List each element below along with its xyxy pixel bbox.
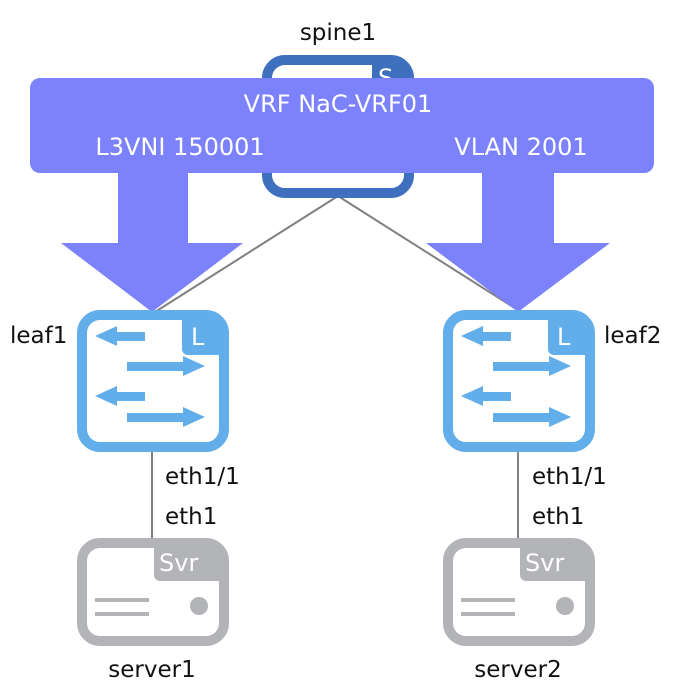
link-spine1-leaf2 [337, 195, 522, 313]
vrf-overlay: VRF NaC-VRF01 L3VNI 150001 VLAN 2001 [30, 78, 654, 312]
arrow-to-leaf1 [61, 172, 243, 312]
leaf1-label: leaf1 [10, 323, 67, 349]
leaf-badge: L [191, 323, 205, 351]
server-badge: Svr [159, 549, 198, 577]
leaf-badge-bg [548, 315, 590, 355]
server-icon [461, 597, 574, 616]
spine1-label: spine1 [300, 20, 376, 46]
node-leaf2[interactable]: L [443, 310, 595, 452]
switch-arrows-icon [461, 326, 571, 427]
node-server2[interactable]: Svr [443, 538, 595, 646]
leaf2-port-label: eth1/1 [532, 464, 607, 490]
switch-arrows-icon [95, 326, 205, 427]
server-icon [95, 597, 208, 616]
link-spine1-leaf1 [154, 195, 339, 313]
server-badge: Svr [525, 549, 564, 577]
server-badge-bg [520, 543, 590, 581]
vrf-label: VRF NaC-VRF01 [244, 90, 433, 118]
vlan-label: VLAN 2001 [454, 133, 587, 161]
server-badge-bg [154, 543, 224, 581]
node-leaf1[interactable]: L [77, 310, 229, 452]
l3vni-label: L3VNI 150001 [95, 133, 264, 161]
server2-label: server2 [474, 657, 561, 683]
leaf1-port-label: eth1/1 [165, 464, 240, 490]
leaf2-label: leaf2 [604, 323, 661, 349]
server2-port-label: eth1 [532, 504, 584, 530]
arrow-to-leaf2 [426, 172, 610, 312]
node-server1[interactable]: Svr [77, 538, 229, 646]
leaf-badge-bg [182, 315, 224, 355]
leaf-badge: L [557, 323, 571, 351]
server1-port-label: eth1 [165, 504, 217, 530]
server1-label: server1 [108, 657, 195, 683]
